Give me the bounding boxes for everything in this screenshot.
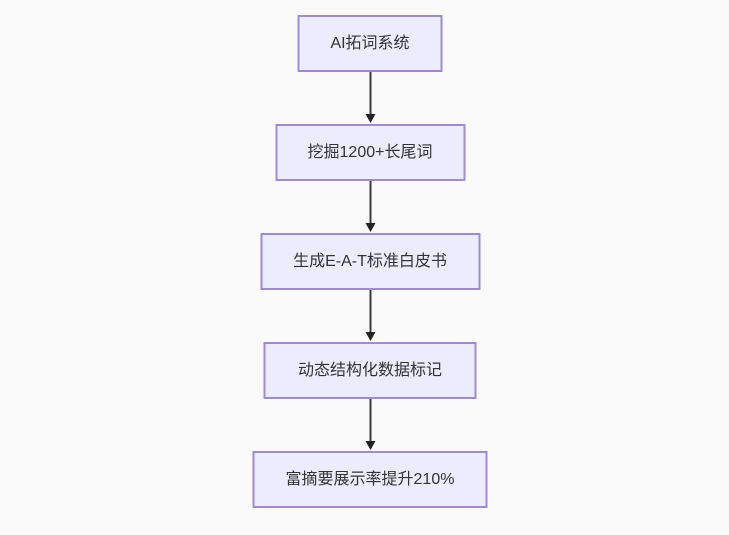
edge-connector-4 — [363, 399, 377, 451]
flow-node-2: 挖掘1200+长尾词 — [275, 124, 465, 181]
edge-connector-1 — [363, 72, 377, 124]
arrowhead-icon — [365, 441, 375, 450]
arrowhead-icon — [365, 114, 375, 123]
edge-connector-2 — [363, 181, 377, 233]
edge-connector-3 — [363, 290, 377, 342]
arrow-line — [369, 290, 371, 335]
arrow-line — [369, 181, 371, 226]
flow-node-1: AI拓词系统 — [297, 15, 443, 72]
flowchart: AI拓词系统 挖掘1200+长尾词 生成E-A-T标准白皮书 动态结构化数据标记 — [252, 15, 488, 508]
flow-node-4: 动态结构化数据标记 — [263, 342, 477, 399]
arrowhead-icon — [365, 223, 375, 232]
flow-node-5: 富摘要展示率提升210% — [252, 451, 488, 508]
arrowhead-icon — [365, 332, 375, 341]
flow-node-5-label: 富摘要展示率提升210% — [285, 470, 455, 488]
flow-node-3: 生成E-A-T标准白皮书 — [260, 233, 480, 290]
flow-node-3-label: 生成E-A-T标准白皮书 — [293, 252, 447, 270]
flow-node-1-label: AI拓词系统 — [330, 34, 410, 52]
flow-node-2-label: 挖掘1200+长尾词 — [307, 143, 433, 161]
arrow-line — [369, 399, 371, 444]
flow-node-4-label: 动态结构化数据标记 — [297, 361, 442, 379]
arrow-line — [369, 72, 371, 117]
